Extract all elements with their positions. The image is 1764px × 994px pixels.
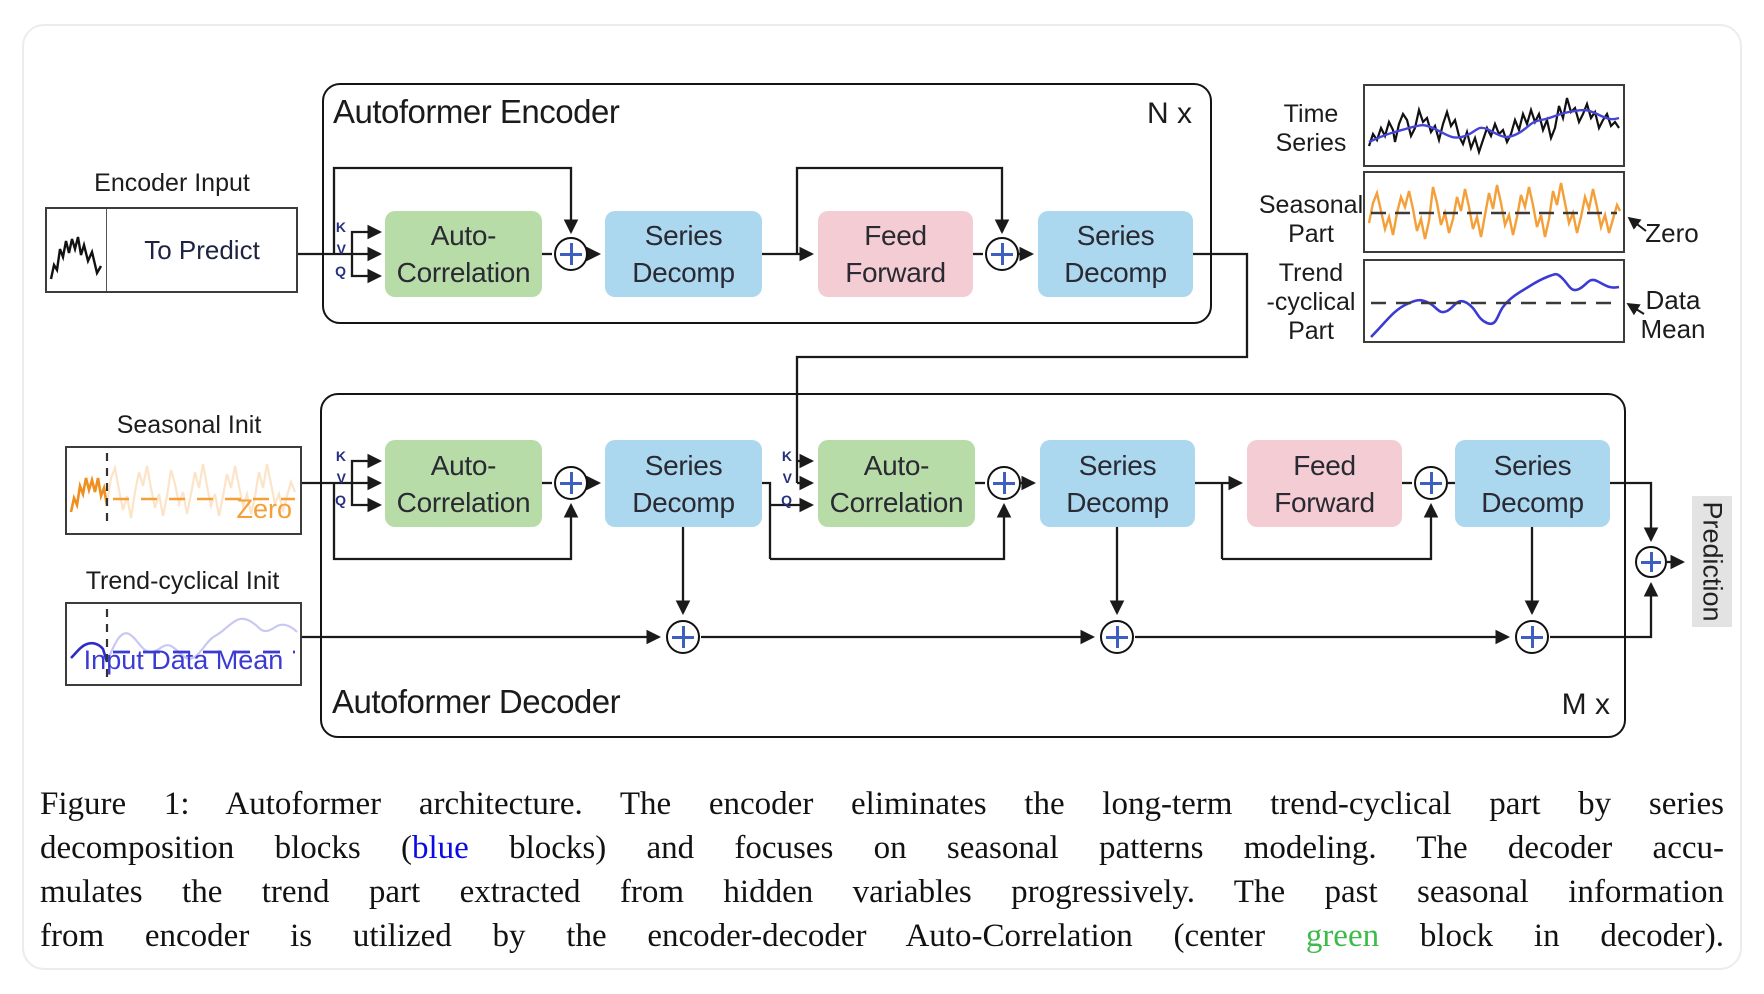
encoder-input-waveform: [49, 209, 107, 291]
decoder-trend-add-2: [1100, 620, 1134, 654]
decoder-trend-add-3: [1515, 620, 1549, 654]
encoder-title: Autoformer Encoder: [333, 93, 620, 130]
decoder-k-label-2: K: [781, 448, 792, 464]
caption-line-2: decomposition blocks (blue blocks) and f…: [40, 830, 1724, 866]
seasonal-init-label: Seasonal Init: [116, 411, 262, 439]
decoder-auto-correlation-2-block: Auto- Correlation: [818, 440, 975, 527]
decoder-v-label-1: V: [336, 470, 346, 486]
seasonal-part-label: Seasonal Part: [1258, 191, 1364, 248]
trend-cyclical-part-label: Trend -cyclical Part: [1266, 259, 1356, 345]
time-series-waveform: [1367, 97, 1620, 156]
encoder-repeat-label: N x: [1147, 97, 1192, 130]
decoder-trend-add-1: [666, 620, 700, 654]
data-mean-annotation: Data Mean: [1640, 285, 1706, 344]
seasonal-init-zero-text: Zero: [236, 494, 292, 524]
encoder-auto-correlation-block: Auto- Correlation: [385, 211, 542, 297]
caption-green-word: green: [1305, 918, 1380, 954]
decoder-series-decomp-1-block: Series Decomp: [605, 440, 762, 527]
trend-init-mean-text: Input Data Mean: [83, 645, 284, 675]
trend-init-waveform: [70, 609, 298, 679]
decoder-series-decomp-2-block: Series Decomp: [1040, 440, 1195, 527]
time-series-plot: [1363, 84, 1625, 167]
decoder-k-label-1: K: [335, 448, 346, 464]
zero-annotation: Zero: [1645, 218, 1699, 248]
encoder-input-text: To Predict: [144, 234, 260, 265]
decoder-series-decomp-3-block: Series Decomp: [1455, 440, 1610, 527]
encoder-q-label: Q: [335, 263, 346, 279]
seasonal-waveform: [1367, 182, 1622, 240]
seasonal-init-waveform: [69, 453, 297, 528]
figure-caption: Figure 1: Autoformer architecture. The e…: [40, 786, 1724, 962]
decoder-v-label-2: V: [782, 470, 792, 486]
decoder-title: Autoformer Decoder: [332, 683, 621, 720]
final-add: [1635, 546, 1667, 578]
encoder-input-label: Encoder Input: [94, 169, 250, 197]
decoder-add-1: [554, 466, 588, 500]
decoder-q-label-1: Q: [335, 492, 346, 508]
trend-init-label: Trend-cyclical Init: [85, 567, 280, 595]
decoder-q-label-2: Q: [781, 492, 792, 508]
seasonal-init-box: Zero: [65, 446, 302, 535]
caption-line-1: Figure 1: Autoformer architecture. The e…: [40, 786, 1724, 822]
caption-line-3: mulates the trend part extracted from hi…: [40, 874, 1724, 910]
decoder-add-2: [987, 466, 1021, 500]
prediction-box: Prediction: [1692, 496, 1732, 627]
decoder-feed-forward-block: Feed Forward: [1247, 440, 1402, 527]
seasonal-part-plot: [1363, 171, 1625, 253]
encoder-series-decomp-2-block: Series Decomp: [1038, 211, 1193, 297]
encoder-add-1: [554, 237, 588, 271]
encoder-v-label: V: [336, 241, 346, 257]
encoder-feed-forward-block: Feed Forward: [818, 211, 973, 297]
trend-waveform: [1370, 272, 1620, 338]
caption-blue-word: blue: [412, 830, 469, 866]
encoder-k-label: K: [335, 219, 346, 235]
encoder-series-decomp-1-block: Series Decomp: [605, 211, 762, 297]
decoder-auto-correlation-1-block: Auto- Correlation: [385, 440, 542, 527]
trend-cyclical-plot: [1363, 259, 1625, 343]
time-series-label: Time Series: [1275, 100, 1347, 157]
encoder-input-box: To Predict: [45, 207, 298, 293]
caption-line-4: from encoder is utilized by the encoder-…: [40, 918, 1724, 954]
prediction-label: Prediction: [1697, 501, 1728, 622]
encoder-box: [322, 83, 1212, 324]
decoder-repeat-label: M x: [1561, 688, 1610, 721]
encoder-add-2: [985, 237, 1019, 271]
trend-init-box: Input Data Mean: [65, 602, 302, 686]
decoder-add-3: [1414, 466, 1448, 500]
decoder-box: [320, 393, 1626, 738]
